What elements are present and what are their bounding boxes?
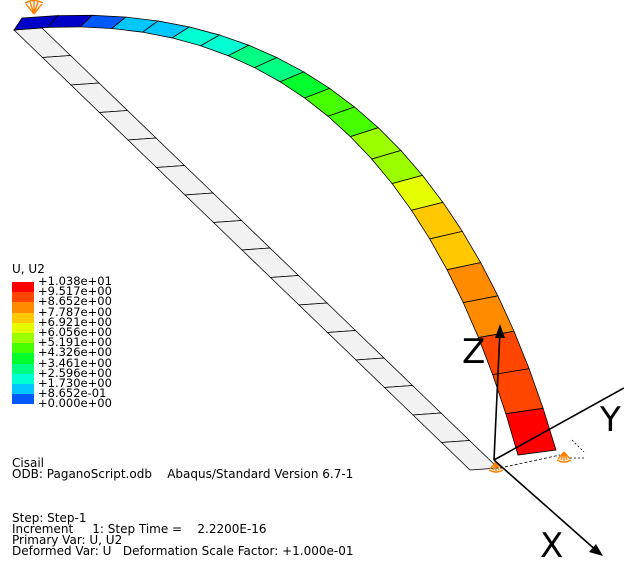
legend-value-label: +4.326e+00 [38, 345, 112, 360]
legend-value-label: +1.730e+00 [38, 375, 112, 390]
legend-color-swatch [12, 292, 34, 303]
undeformed-element [127, 137, 186, 168]
model-name: Cisail [12, 456, 44, 470]
undeformed-mesh [13, 27, 499, 471]
global-axis-triad [493, 324, 624, 556]
legend-color-swatch [12, 282, 34, 293]
undeformed-element [355, 357, 414, 388]
legend-value-label: +8.652e-01 [38, 386, 107, 401]
legend-color-swatch [12, 383, 34, 395]
legend-value-label: +6.056e+00 [38, 324, 112, 339]
boundary-condition-symbols [24, 0, 585, 473]
legend-color-swatch [12, 363, 34, 374]
primary-var-info: Primary Var: U, U2 [12, 533, 123, 547]
legend-value-label: +2.596e+00 [38, 365, 112, 380]
deformed-element [446, 262, 499, 304]
undeformed-element [326, 330, 385, 361]
undeformed-element [383, 385, 442, 416]
bc-symbol-bottom-right [556, 451, 572, 463]
legend-color-swatch [12, 322, 34, 333]
legend-title: U, U2 [12, 262, 45, 276]
undeformed-element [184, 192, 243, 223]
legend-labels: +1.038e+01+9.517e+00+8.652e+00+7.787e+00… [38, 274, 112, 411]
legend-value-label: +5.191e+00 [38, 335, 112, 350]
bc-symbol-top [24, 0, 44, 15]
axis-label-x: X [540, 526, 564, 566]
deformed-element [505, 407, 557, 456]
legend-color-swatch [12, 302, 34, 313]
legend-value-label: +9.517e+00 [38, 284, 112, 299]
undeformed-element [269, 275, 328, 306]
undeformed-element [440, 440, 499, 471]
legend-value-label: +0.000e+00 [38, 396, 112, 411]
legend-value-label: +1.038e+01 [38, 274, 112, 288]
bc-symbol-bottom-left [488, 461, 504, 473]
undeformed-element [13, 27, 72, 58]
legend-color-swatch [12, 373, 34, 384]
legend-color-swatch [12, 343, 34, 354]
legend-color-swatch [12, 332, 34, 344]
legend-value-label: +3.461e+00 [38, 355, 112, 370]
legend-color-bar [12, 282, 34, 405]
undeformed-element [298, 302, 357, 333]
axis-label-y: Y [600, 400, 621, 440]
deformed-mesh [13, 14, 557, 456]
undeformed-element [70, 82, 129, 113]
undeformed-element [241, 247, 300, 278]
undeformed-element [98, 110, 157, 141]
undeformed-element [155, 165, 214, 196]
deformed-var-info: Deformed Var: U Deformation Scale Factor… [12, 544, 354, 558]
deformed-element [492, 368, 544, 415]
legend-color-swatch [12, 394, 34, 405]
odb-info: ODB: PaganoScript.odb Abaqus/Standard Ve… [12, 467, 354, 481]
undeformed-element [412, 412, 471, 443]
undeformed-element [41, 55, 100, 86]
legend-value-label: +8.652e+00 [38, 294, 112, 309]
increment-info: Increment 1: Step Time = 2.2200E-16 [12, 522, 267, 536]
legend-value-label: +6.921e+00 [38, 314, 112, 329]
legend-color-swatch [12, 312, 34, 323]
legend-color-swatch [12, 353, 34, 364]
step-info: Step: Step-1 [12, 511, 87, 525]
axis-label-z: Z [462, 332, 486, 372]
legend-value-label: +7.787e+00 [38, 304, 112, 319]
undeformed-element [212, 220, 271, 251]
